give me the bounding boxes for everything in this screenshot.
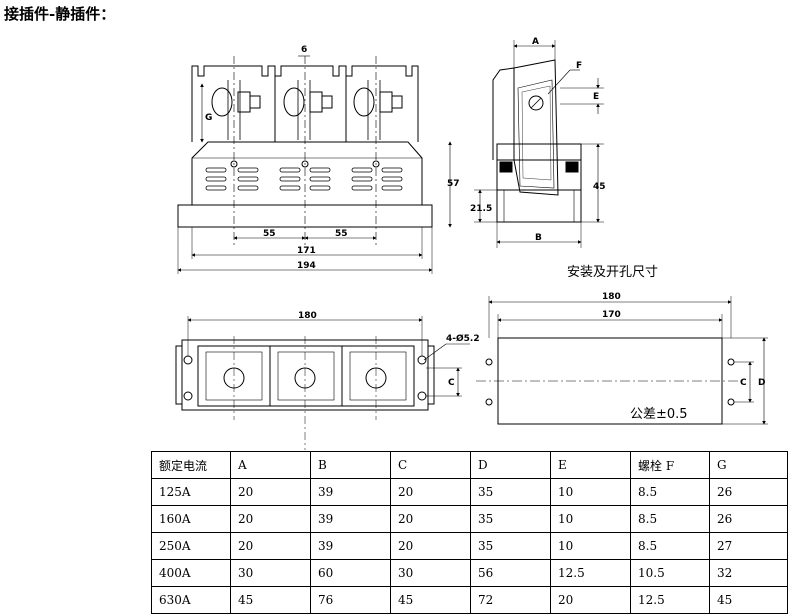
dim-55-left-label: 55 xyxy=(263,229,276,239)
table-cell: 10 xyxy=(550,505,631,533)
table-cell: 8.5 xyxy=(630,505,710,533)
side-dim-f-label: F xyxy=(576,61,582,71)
mounting-cutout xyxy=(476,296,768,425)
mounting-caption: 安装及开孔尺寸 xyxy=(567,265,658,280)
table-cell: 12.5 xyxy=(550,559,631,587)
table-cell: 20 xyxy=(390,505,471,533)
front-view xyxy=(177,55,452,274)
table-cell: 45 xyxy=(709,586,788,614)
top-view xyxy=(175,316,470,450)
dim-55-right-label: 55 xyxy=(335,229,348,239)
table-cell: 45 xyxy=(390,586,471,614)
table-cell: 72 xyxy=(470,586,551,614)
table-cell: 39 xyxy=(310,532,391,560)
table-cell: 56 xyxy=(470,559,551,587)
table-cell: 35 xyxy=(470,505,551,533)
dim-194-label: 194 xyxy=(297,261,316,271)
hole-note-label: 4-Ø5.2 xyxy=(446,333,480,344)
top-dim-c-label: C xyxy=(448,378,455,388)
cutout-dim-180-label: 180 xyxy=(602,292,621,302)
table-cell: 10 xyxy=(550,532,631,560)
header-cell: B xyxy=(310,451,391,479)
table-cell: 160A xyxy=(151,505,231,533)
table-cell: 26 xyxy=(709,505,788,533)
table-cell: 45 xyxy=(230,586,311,614)
table-cell: 20 xyxy=(550,586,631,614)
cutout-dim-d-label: D xyxy=(758,378,765,388)
table-cell: 8.5 xyxy=(630,478,710,506)
table-row: 630A 45 76 45 72 20 12.5 45 xyxy=(151,586,788,614)
header-cell: 螺栓 F xyxy=(630,451,710,479)
table-cell: 10 xyxy=(550,478,631,506)
table-cell: 125A xyxy=(151,478,231,506)
table-row: 400A 30 60 30 56 12.5 10.5 32 xyxy=(151,559,788,587)
table-cell: 20 xyxy=(390,532,471,560)
table-cell: 35 xyxy=(470,532,551,560)
table-cell: 10.5 xyxy=(630,559,710,587)
table-cell: 250A xyxy=(151,532,231,560)
top-dim-180-label: 180 xyxy=(298,311,317,321)
dim-171-label: 171 xyxy=(297,246,316,256)
table-cell: 32 xyxy=(709,559,788,587)
table-cell: 76 xyxy=(310,586,391,614)
header-cell: C xyxy=(390,451,471,479)
tolerance-note: 公差±0.5 xyxy=(630,407,688,422)
table-cell: 35 xyxy=(470,478,551,506)
dim-g-label: G xyxy=(205,113,212,123)
table-cell: 27 xyxy=(709,532,788,560)
dim-6-label: 6 xyxy=(301,45,307,55)
table-cell: 8.5 xyxy=(630,532,710,560)
table-row: 250A 20 39 20 35 10 8.5 27 xyxy=(151,532,788,560)
table-cell: 39 xyxy=(310,478,391,506)
dim-57-label: 57 xyxy=(447,179,460,189)
header-cell: E xyxy=(550,451,631,479)
table-cell: 30 xyxy=(230,559,311,587)
table-cell: 20 xyxy=(230,505,311,533)
technical-drawing: 6 G 57 55 55 171 194 A F xyxy=(175,37,768,450)
side-dim-a-label: A xyxy=(532,37,539,47)
side-dim-e-label: E xyxy=(593,92,599,102)
header-cell: D xyxy=(470,451,551,479)
page-title: 接插件-静插件： xyxy=(4,5,116,23)
spec-table: 额定电流 A B C D E 螺栓 F G 125A 20 39 20 35 1… xyxy=(151,451,788,614)
table-cell: 39 xyxy=(310,505,391,533)
table-cell: 12.5 xyxy=(630,586,710,614)
table-cell: 20 xyxy=(230,532,311,560)
table-row: 160A 20 39 20 35 10 8.5 26 xyxy=(151,505,788,533)
side-dim-21-5-label: 21.5 xyxy=(470,204,492,214)
table-cell: 60 xyxy=(310,559,391,587)
header-cell: A xyxy=(230,451,311,479)
header-cell: 额定电流 xyxy=(151,451,231,479)
cutout-dim-c-label: C xyxy=(740,378,747,388)
table-cell: 30 xyxy=(390,559,471,587)
header-cell: G xyxy=(709,451,788,479)
side-dim-b-label: B xyxy=(535,233,542,243)
side-dim-45-label: 45 xyxy=(593,182,606,192)
table-cell: 20 xyxy=(390,478,471,506)
table-cell: 400A xyxy=(151,559,231,587)
table-cell: 20 xyxy=(230,478,311,506)
cutout-dim-170-label: 170 xyxy=(602,310,621,320)
table-cell: 26 xyxy=(709,478,788,506)
side-view xyxy=(474,40,604,248)
table-header-row: 额定电流 A B C D E 螺栓 F G xyxy=(151,451,788,479)
table-cell: 630A xyxy=(151,586,231,614)
table-row: 125A 20 39 20 35 10 8.5 26 xyxy=(151,478,788,506)
